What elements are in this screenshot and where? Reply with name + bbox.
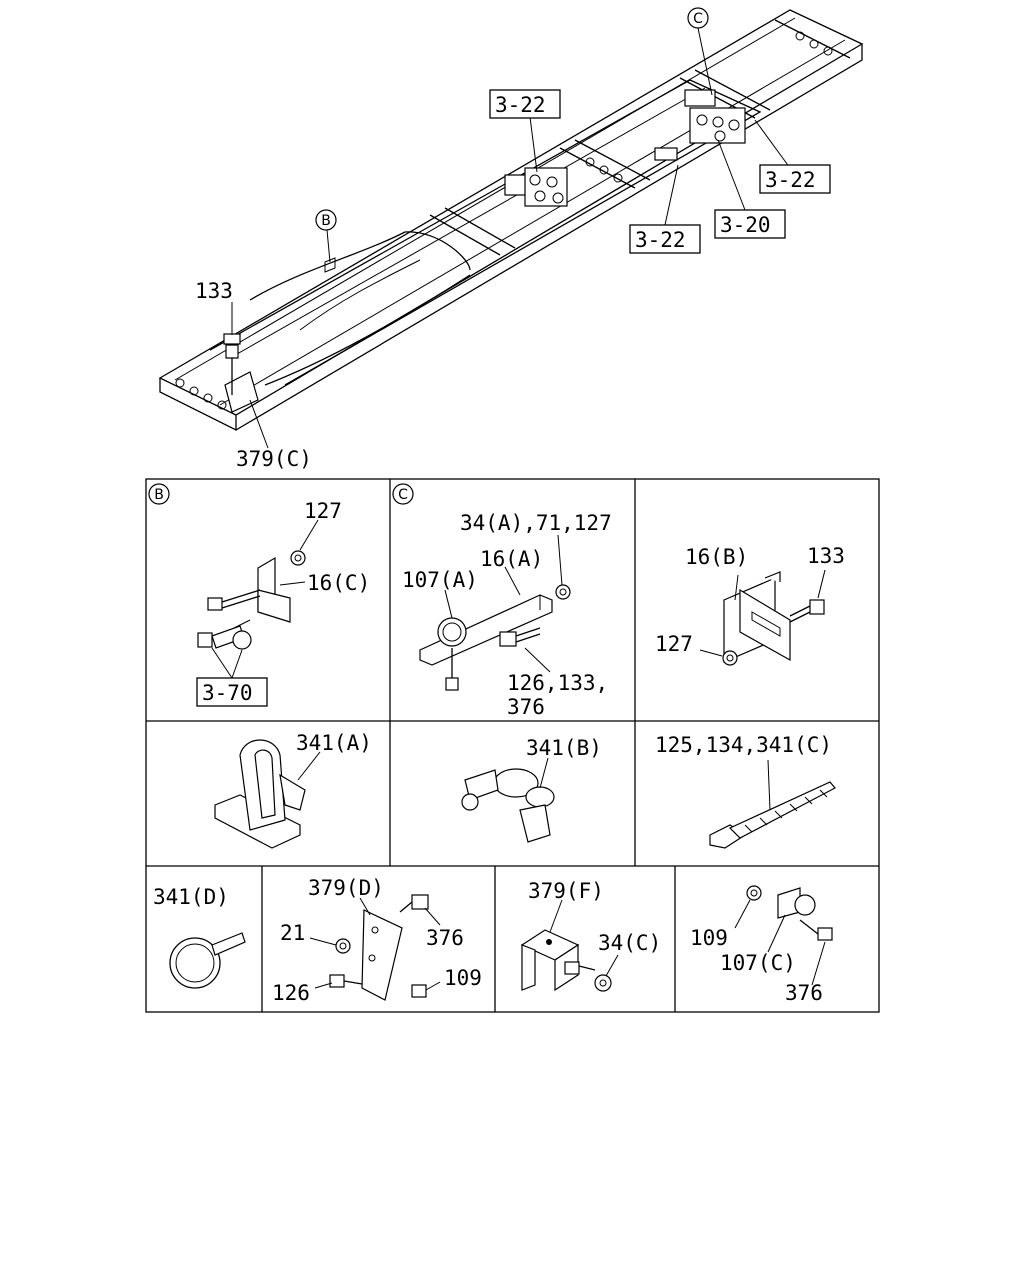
ref-3-22-bottom[interactable]: 3-22 [635, 228, 686, 252]
detail-c-126-line1: 126,133, [507, 671, 608, 695]
part-133-main: 133 [195, 279, 233, 303]
detail-107c-107c: 107(C) [720, 951, 796, 975]
detail-341a: 341(A) [214, 731, 372, 849]
detail-341b: 341(B) [461, 736, 602, 843]
detail-c-16a: 16(A) [480, 547, 543, 571]
detail-107c-109: 109 [690, 926, 728, 950]
ref-3-22-top[interactable]: 3-22 [495, 93, 546, 117]
callout-c-circle [687, 7, 709, 29]
ref-box-3-22-bottom[interactable] [629, 224, 701, 254]
detail-16b-16b: 16(B) [685, 545, 748, 569]
detail-107c-376: 376 [785, 981, 823, 1005]
detail-c-34a: 34(A),71,127 [460, 511, 612, 535]
detail-379f-379f: 379(F) [528, 879, 604, 903]
bracket-b-on-frame [324, 257, 336, 273]
detail-379f: 379(F) 34(C) [520, 879, 661, 992]
detail-341a-label: 341(A) [296, 731, 372, 755]
detail-379d-109: 109 [444, 966, 482, 990]
detail-b-tag: B [154, 487, 164, 503]
detail-379f-34c: 34(C) [598, 931, 661, 955]
detail-c-126-line2: 376 [507, 695, 545, 719]
detail-379d: 379(D) 21 376 126 109 [272, 876, 482, 1005]
valve-assembly-center [504, 167, 568, 207]
ref-box-3-70[interactable] [196, 677, 268, 707]
detail-b-16c: 16(C) [307, 571, 370, 595]
detail-379d-376: 376 [426, 926, 464, 950]
main-leaders [231, 27, 791, 449]
detail-c-tag: C [398, 487, 408, 503]
ref-box-3-22-right[interactable] [759, 164, 831, 194]
ref-3-20[interactable]: 3-20 [720, 213, 771, 237]
part-379c-main: 379(C) [236, 447, 312, 471]
detail-grid [145, 478, 880, 1013]
detail-16b-127: 127 [655, 632, 693, 656]
detail-341d-label: 341(D) [153, 885, 229, 909]
chassis-frame [158, 9, 864, 432]
detail-c: C 34(A),71,127 16(A) 107(A) 126,133, 376 [392, 483, 612, 719]
detail-b: B 127 16(C) 3-70 [148, 483, 370, 707]
detail-16b-133: 133 [807, 544, 845, 568]
detail-341d: 341(D) [153, 885, 246, 989]
callout-b-circle [315, 209, 337, 231]
callout-b: B [321, 213, 331, 229]
detail-379d-379d: 379(D) [308, 876, 384, 900]
detail-379d-21: 21 [280, 921, 305, 945]
valve-assembly-rear [654, 89, 746, 161]
detail-c-107a: 107(A) [402, 568, 478, 592]
detail-341b-label: 341(B) [526, 736, 602, 760]
ref-box-3-22-top[interactable] [489, 89, 561, 119]
ref-box-3-20[interactable] [714, 209, 786, 239]
front-bracket [223, 333, 259, 413]
detail-341c: 125,134,341(C) [655, 733, 836, 849]
ref-3-70[interactable]: 3-70 [202, 681, 253, 705]
detail-379d-126: 126 [272, 981, 310, 1005]
detail-107c: 109 107(C) 376 [690, 885, 833, 1005]
detail-341c-label: 125,134,341(C) [655, 733, 832, 757]
detail-16b: 16(B) 133 127 [655, 544, 845, 666]
callout-c: C [693, 11, 703, 27]
detail-b-127: 127 [304, 499, 342, 523]
ref-3-22-right[interactable]: 3-22 [765, 168, 816, 192]
